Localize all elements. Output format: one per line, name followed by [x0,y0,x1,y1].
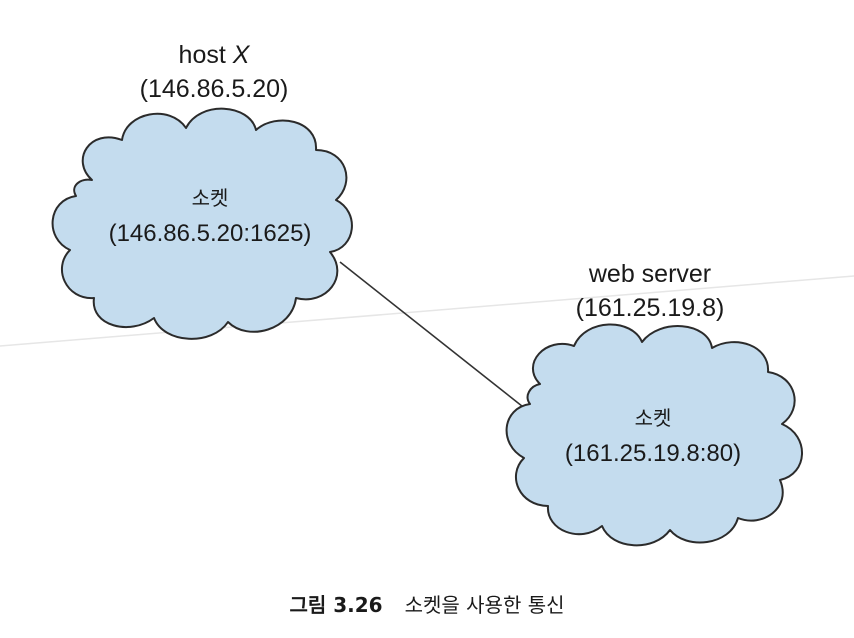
server-socket-label: 소켓 (161.25.19.8:80) [500,400,806,472]
host-x-label: host X (146.86.5.20) [118,38,310,106]
figure-caption: 그림 3.26 소켓을 사용한 통신 [0,592,854,618]
figure-caption-text: 소켓을 사용한 통신 [404,593,565,617]
host-ip: (146.86.5.20) [139,75,289,103]
host-socket-word: 소켓 [191,186,229,210]
figure-number: 그림 3.26 [289,593,383,617]
server-ip: (161.25.19.8) [575,294,725,322]
connection-line [339,261,533,415]
server-cloud [505,323,803,547]
scan-artifact-line [0,275,854,347]
host-name: host X [118,38,310,72]
server-name: web server [588,260,712,288]
host-cloud [51,107,353,340]
server-socket-word: 소켓 [634,406,672,430]
web-server-label: web server (161.25.19.8) [540,257,760,325]
host-socket-label: 소켓 (146.86.5.20:1625) [60,180,360,252]
host-name-prefix: host [178,41,233,69]
host-name-var: X [232,41,250,69]
host-socket-address: (146.86.5.20:1625) [108,220,312,247]
server-socket-address: (161.25.19.8:80) [564,440,742,467]
